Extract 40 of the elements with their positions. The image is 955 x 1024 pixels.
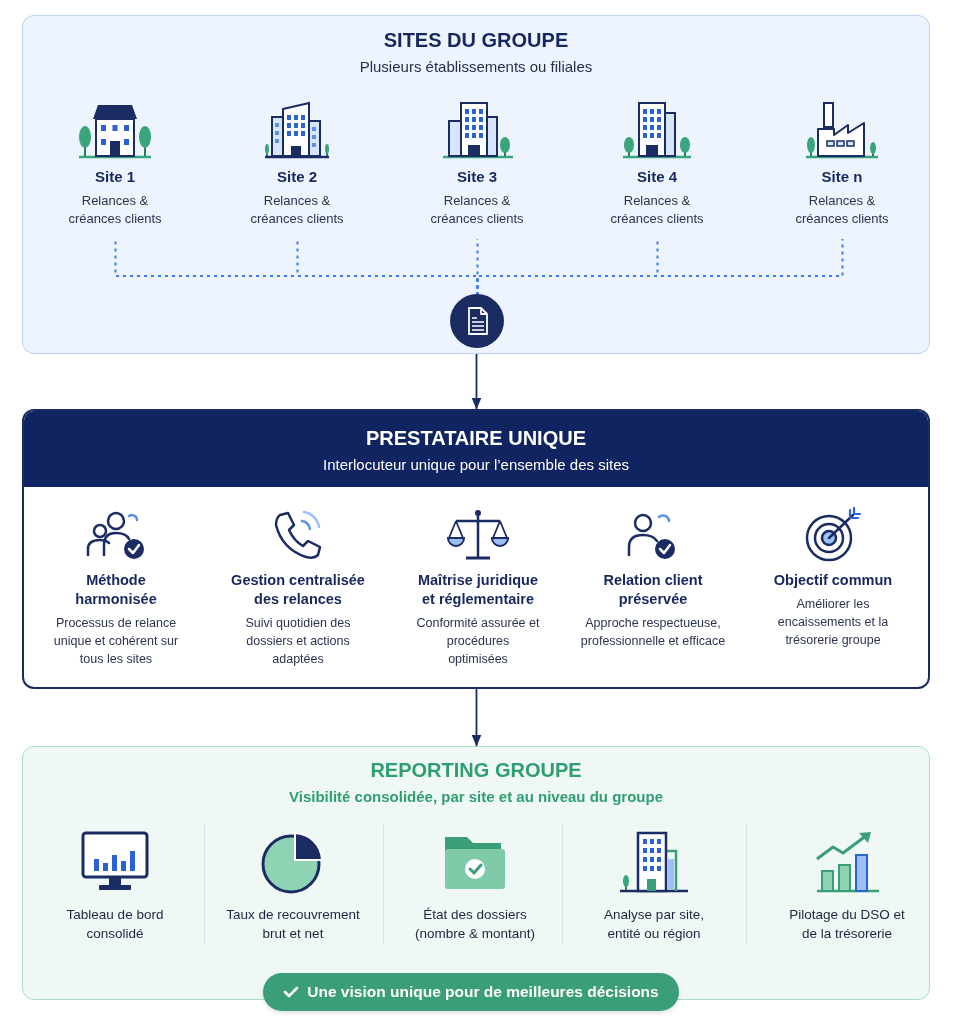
feature-title: Méthode harmonisée bbox=[74, 571, 158, 609]
site-name: Site 1 bbox=[95, 167, 135, 187]
panel bbox=[22, 15, 930, 354]
banner-text: Une vision unique pour de meilleures décisions bbox=[307, 982, 659, 1002]
panel-subtitle: Interlocuteur unique pour l’ensemble des sites bbox=[323, 456, 629, 474]
site-name: Site n bbox=[821, 167, 863, 187]
site-description: Relances & créances clients bbox=[609, 192, 705, 228]
banner-pill bbox=[263, 973, 679, 1011]
panel-title: SITES DU GROUPE bbox=[383, 28, 569, 52]
item-caption: Pilotage du DSO et de la trésorerie bbox=[788, 906, 906, 943]
panel-title: PRESTATAIRE UNIQUE bbox=[366, 426, 586, 450]
item-caption: Analyse par site, entité ou région bbox=[603, 906, 705, 943]
panel-subtitle: Plusieurs établissements ou filiales bbox=[359, 58, 593, 76]
item-caption: Taux de recouvrement brut et net bbox=[225, 906, 361, 943]
feature-description: Approche respectueuse, professionnelle et efficace bbox=[580, 615, 726, 650]
arrow bbox=[471, 353, 482, 410]
site-description: Relances & créances clients bbox=[794, 192, 890, 228]
dotted-connector bbox=[476, 238, 844, 295]
panel-title: REPORTING GROUPE bbox=[370, 758, 582, 782]
site-description: Relances & créances clients bbox=[249, 192, 345, 228]
feature-title: Relation client préservée bbox=[602, 571, 704, 609]
item-caption: Tableau de bord consolidé bbox=[66, 906, 164, 943]
feature-description: Conformité assurée et procédures optimisées bbox=[416, 615, 540, 668]
feature-title: Maîtrise juridique et réglementaire bbox=[417, 571, 539, 609]
document-icon bbox=[450, 294, 504, 348]
feature-description: Suivi quotidien des dossiers et actions adaptées bbox=[245, 615, 351, 668]
site-name: Site 2 bbox=[277, 167, 317, 187]
panel bbox=[22, 746, 930, 1000]
panel bbox=[22, 409, 930, 689]
site-name: Site 4 bbox=[637, 167, 677, 187]
item-caption: État des dossiers (nombre & montant) bbox=[414, 906, 536, 943]
feature-title: Objectif commun bbox=[773, 571, 893, 590]
feature-description: Processus de relance unique et cohérent sur tous les sites bbox=[53, 615, 179, 668]
feature-description: Améliorer les encaissements et la trésorerie groupe bbox=[777, 596, 889, 649]
panel-subtitle: Visibilité consolidée, par site et au niveau du groupe bbox=[289, 788, 663, 806]
arrow bbox=[471, 688, 482, 747]
site-name: Site 3 bbox=[457, 167, 497, 187]
feature-title: Gestion centralisée des relances bbox=[230, 571, 366, 609]
site-description: Relances & créances clients bbox=[429, 192, 525, 228]
site-description: Relances & créances clients bbox=[67, 192, 163, 228]
